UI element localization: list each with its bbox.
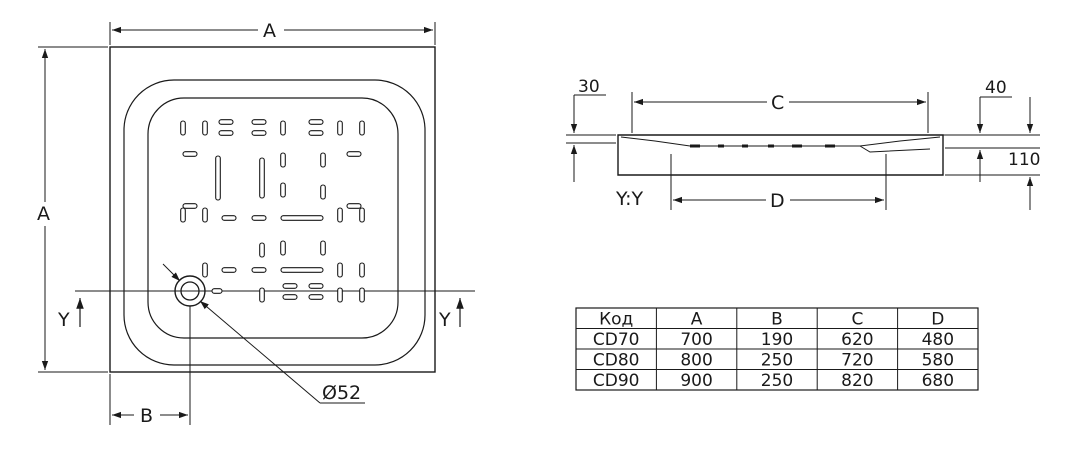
drain-slot [282, 294, 298, 300]
table-cell: 700 [680, 330, 712, 350]
drain-slot [211, 288, 223, 294]
drain-slot [359, 262, 365, 278]
dim-40-label: 40 [985, 78, 1007, 98]
drain-slot [280, 240, 286, 256]
drain-slot [320, 184, 326, 200]
drain-slot [221, 267, 237, 273]
drain-slot [202, 262, 208, 278]
drain-slot [337, 207, 343, 223]
drain-slot [221, 215, 237, 221]
drain-slot [282, 283, 298, 289]
table-cell: 250 [761, 350, 793, 370]
table-header-cell: C [851, 309, 863, 329]
drain-slot [280, 215, 324, 221]
table-cell: 720 [841, 350, 873, 370]
tray-outline [109, 46, 436, 373]
drain-slot [337, 287, 343, 303]
drain-slot [215, 155, 221, 201]
drain-slot [359, 120, 365, 136]
tray-basin [147, 97, 399, 339]
drain-slot [280, 152, 286, 168]
drain-diameter-label: Ø52 [322, 382, 361, 404]
drain-slot [202, 120, 208, 136]
section-y-left-label: Y [57, 309, 70, 331]
dim-a-top-label: A [263, 20, 276, 42]
table-cell: 820 [841, 371, 873, 391]
section-y-right-label: Y [438, 309, 451, 331]
table-cell: 900 [680, 371, 712, 391]
table-cell: CD90 [593, 371, 640, 391]
drain-slot [251, 130, 267, 136]
table-cell: 480 [922, 330, 954, 350]
table-cell: CD70 [593, 330, 640, 350]
drain-inner [180, 281, 200, 301]
drain-slot [359, 207, 365, 223]
drain-slot [202, 207, 208, 223]
dim-b-label: B [140, 405, 153, 427]
drain-slot [337, 262, 343, 278]
drain-slot [346, 151, 362, 157]
drain-slot [182, 151, 198, 157]
drain-slot [251, 119, 267, 125]
drain-slot [308, 130, 324, 136]
drain-slot [259, 287, 265, 303]
top-view [38, 22, 475, 425]
drain-slot [251, 215, 267, 221]
table-cell: 250 [761, 371, 793, 391]
drain-slot [359, 287, 365, 303]
table-cell: 680 [922, 371, 954, 391]
table-header-cell: B [771, 309, 783, 329]
drain-slot [180, 120, 186, 136]
tray-profile [617, 134, 944, 176]
drain-slot [259, 157, 265, 199]
drain-slot [337, 120, 343, 136]
table-cell: CD80 [593, 350, 640, 370]
drain-slot [320, 240, 326, 256]
table-cell: 190 [761, 330, 793, 350]
drain-slot [320, 152, 326, 168]
table-cell: 620 [841, 330, 873, 350]
tray-inner-rim [123, 79, 426, 366]
dim-30-label: 30 [578, 77, 600, 97]
drain-slot [218, 119, 234, 125]
drain-slot [308, 119, 324, 125]
dim-110-label: 110 [1008, 150, 1040, 170]
table-cell: 580 [922, 350, 954, 370]
section-title: Y:Y [615, 188, 643, 210]
drain-slot [308, 283, 324, 289]
drain-slot [251, 267, 267, 273]
drain-slot [280, 267, 324, 273]
dim-c-label: C [771, 92, 784, 114]
table-header-cell: Код [599, 309, 633, 329]
drain-slot [346, 203, 362, 209]
table-header-cell: D [931, 309, 944, 329]
drain-slot [308, 294, 324, 300]
drain-slot [180, 207, 186, 223]
drain-slot [280, 182, 286, 198]
dim-a-left-label: A [37, 203, 50, 225]
drain-slot [259, 242, 265, 258]
drain-slot [218, 130, 234, 136]
drain-slot [280, 120, 286, 136]
table-header-cell: A [691, 309, 703, 329]
table-cell: 800 [680, 350, 712, 370]
drain-slot [182, 203, 198, 209]
drainage-slots [180, 119, 365, 303]
dim-d-label: D [770, 190, 785, 212]
